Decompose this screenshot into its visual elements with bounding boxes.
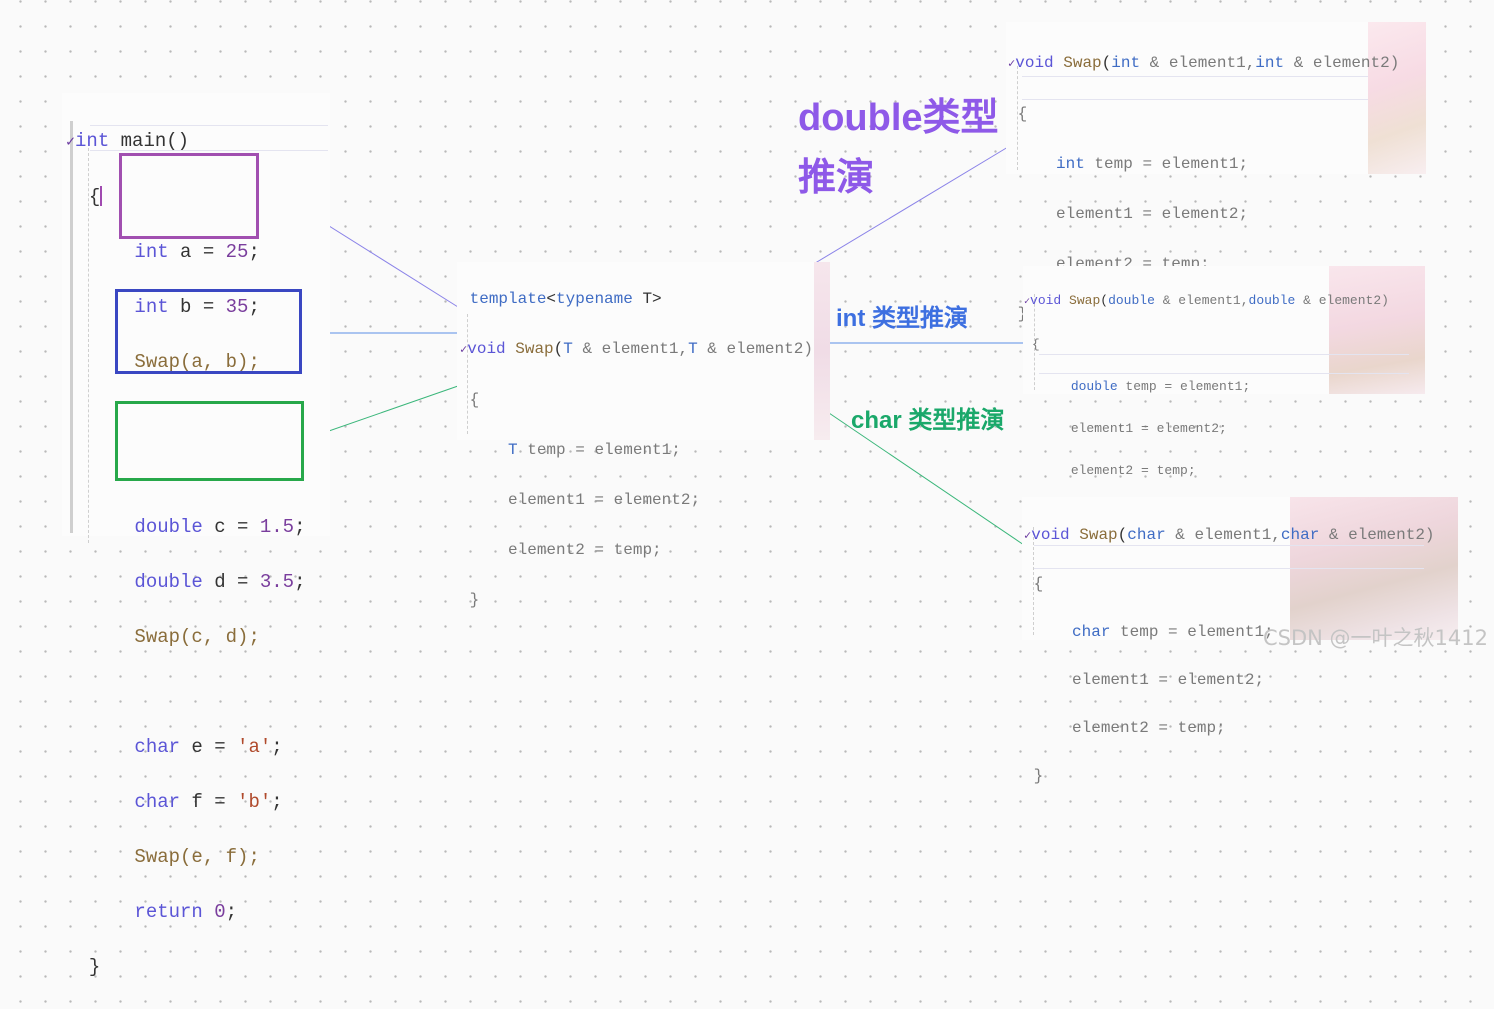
main-signature: ✓int main()	[66, 129, 190, 152]
char-result-panel	[1022, 497, 1458, 640]
stmt-char-e: char e = 'a';	[134, 735, 283, 758]
stmt-double-c: double c = 1.5;	[134, 515, 306, 538]
collapse-check-icon[interactable]: ✓	[66, 133, 76, 151]
main-open-brace: {	[88, 185, 103, 208]
background-artwork	[1329, 266, 1425, 394]
int-group-box	[119, 153, 259, 239]
template-signature: ✓void Swap(T & element1,T & element2)	[460, 340, 813, 358]
stmt-return: return 0;	[134, 900, 238, 923]
stmt-int-a: int a = 25;	[134, 240, 260, 263]
watermark: CSDN @一叶之秋1412	[1263, 626, 1488, 650]
main-code-panel	[62, 93, 330, 543]
int-deduction-label: int 类型推演	[836, 305, 968, 332]
int-result-panel	[1023, 266, 1425, 394]
stmt-swap-cd: Swap(c, d);	[134, 625, 260, 648]
char-deduction-label: char 类型推演	[851, 407, 1005, 434]
connector-double-result	[796, 146, 1009, 275]
int-result-code: ✓void Swap(double & element1,double & el…	[1024, 269, 1389, 544]
connector-char-result	[794, 389, 1025, 546]
char-result-code: ✓void Swap(char & element1,char & elemen…	[1024, 499, 1435, 812]
double-deduction-label-line2: 推演	[798, 157, 875, 199]
main-close-brace: }	[88, 955, 101, 978]
stmt-char-f: char f = 'b';	[134, 790, 283, 813]
stmt-int-b: int b = 35;	[134, 295, 260, 318]
stmt-swap-ab: Swap(a, b);	[134, 350, 260, 373]
template-code: template<typename T> ✓void Swap(T & elem…	[460, 262, 813, 638]
char-result-signature: ✓void Swap(char & element1,char & elemen…	[1024, 526, 1435, 544]
background-artwork	[1368, 22, 1426, 174]
int-result-signature: ✓void Swap(double & element1,double & el…	[1024, 293, 1389, 308]
double-group-box	[115, 289, 302, 374]
background-artwork	[814, 262, 830, 440]
double-result-signature: ✓void Swap(int & element1,int & element2…	[1008, 54, 1400, 72]
double-deduction-label-line1: double类型	[798, 97, 999, 139]
stmt-double-d: double d = 3.5;	[134, 570, 306, 593]
template-code-panel	[457, 262, 830, 440]
stmt-swap-ef: Swap(e, f);	[134, 845, 260, 868]
double-result-panel	[1006, 22, 1426, 174]
char-group-box	[115, 401, 304, 481]
text-cursor	[100, 186, 103, 207]
template-declaration: template<typename T>	[469, 290, 662, 308]
